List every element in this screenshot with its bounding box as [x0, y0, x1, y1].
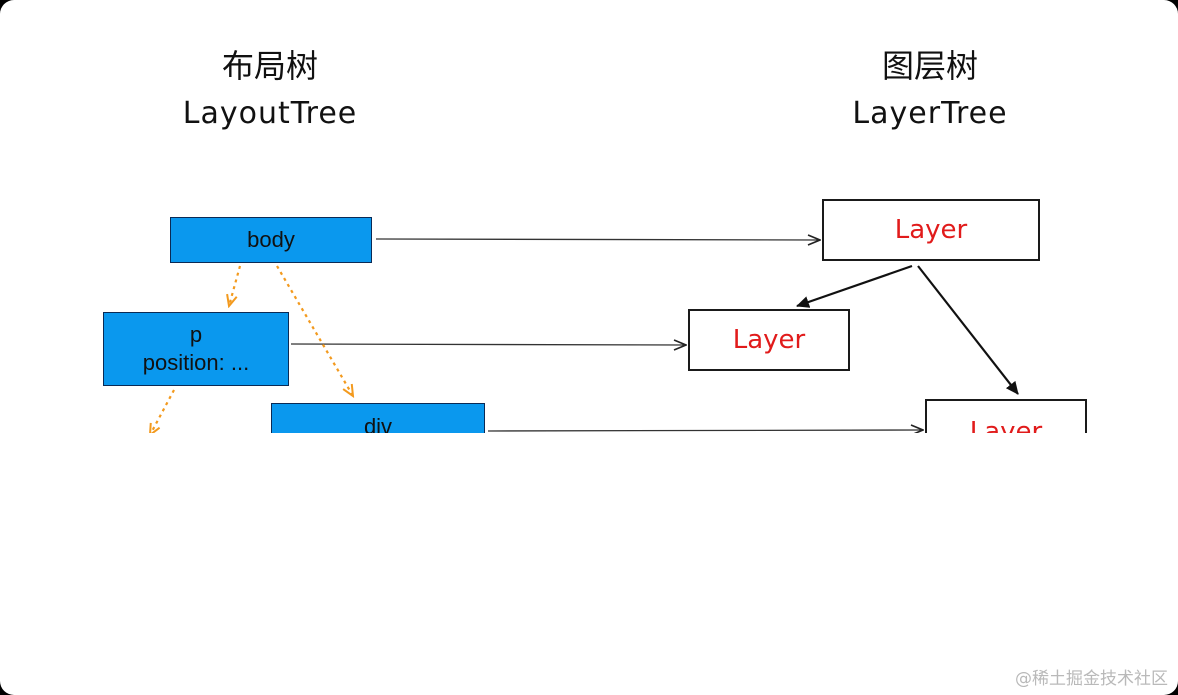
layer-tree-title-en: LayerTree [852, 96, 1008, 131]
diagram-area: body p position: ... div Layer Layer Lay… [0, 0, 1087, 433]
layer-node-3-label: Layer [969, 417, 1043, 433]
watermark: @稀土掘金技术社区 [1015, 669, 1168, 689]
layout-tree-title-en: LayoutTree [182, 96, 358, 131]
layout-tree-heading: 布局树 LayoutTree [150, 46, 390, 134]
arrow-layer-1-to-layer-3 [917, 265, 1019, 395]
layer-node-1: Layer [822, 199, 1040, 261]
layer-node-3: Layer [925, 399, 1087, 433]
arrow-div-to-layer-3 [487, 430, 923, 431]
layer-node-2: Layer [688, 309, 850, 371]
layer-tree-title-zh: 图层树 [881, 47, 978, 85]
layout-node-body: body [170, 217, 372, 263]
connector-layer [0, 0, 1019, 433]
arrow-p-to-layer-2 [290, 344, 686, 345]
layout-tree-title-zh: 布局树 [221, 47, 318, 85]
layout-node-div-label: div [363, 414, 393, 433]
layer-node-2-label: Layer [732, 325, 806, 355]
layout-node-div: div [271, 403, 485, 433]
layout-node-p-label: p [189, 322, 203, 347]
layout-node-p-position: position: ... [142, 350, 250, 375]
dotted-arrow-p-to-child [150, 389, 175, 433]
arrow-layer-1-to-layer-2 [796, 264, 913, 308]
layout-node-p: p position: ... [103, 312, 289, 386]
dotted-arrow-body-to-p [229, 265, 242, 306]
arrow-body-to-layer-1 [375, 239, 820, 240]
layer-node-1-label: Layer [894, 215, 968, 245]
layout-node-body-label: body [247, 227, 295, 252]
layer-tree-heading: 图层树 LayerTree [810, 46, 1050, 134]
